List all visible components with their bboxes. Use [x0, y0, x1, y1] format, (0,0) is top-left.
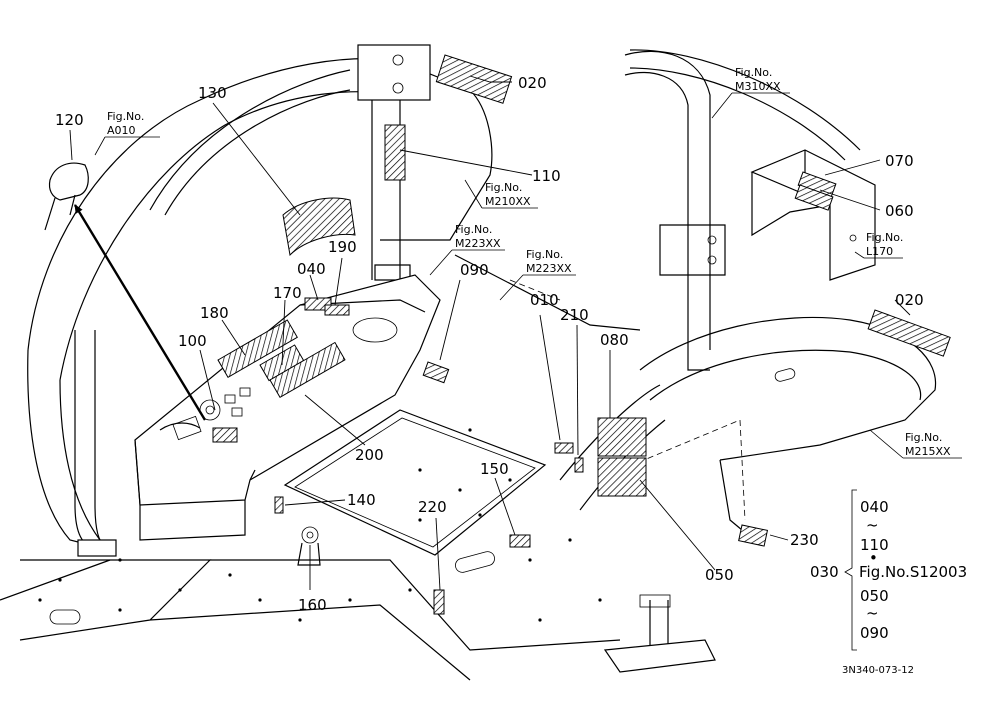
decal-010 [554, 442, 574, 454]
fig-ref-m223b-code: M223XX [526, 262, 572, 275]
fig-ref-a010-code: A010 [107, 124, 136, 137]
decal-020-right [867, 309, 951, 357]
decal-130 [282, 197, 356, 257]
part-label-100: 100 [178, 332, 207, 350]
lever-knob [48, 162, 89, 201]
decal-060 [794, 184, 834, 211]
fig-ref-m215-label: Fig.No. [905, 431, 942, 444]
part-label-160: 160 [298, 596, 327, 614]
legend: 040 ~ 110 • 030 Fig.No.S12003 050 ~ 090 [810, 498, 967, 642]
part-label-010: 010 [530, 291, 559, 309]
left-fender [27, 57, 493, 351]
part-label-180: 180 [200, 304, 229, 322]
decal-090 [422, 361, 450, 384]
decal-050 [597, 457, 647, 497]
legend-group-id: 030 [810, 563, 839, 581]
legend-mid-item: 110 [860, 536, 889, 554]
part-label-140: 140 [347, 491, 376, 509]
part-label-220: 220 [418, 498, 447, 516]
decal-220 [433, 589, 445, 615]
part-label-080: 080 [600, 331, 629, 349]
decal-020-top [435, 54, 513, 104]
fig-ref-m310-code: M310XX [735, 80, 781, 93]
decal-180 [217, 319, 298, 379]
left-fender-rim [27, 349, 91, 546]
legend-bracket [844, 489, 857, 651]
fig-ref-m210-code: M210XX [485, 195, 531, 208]
part-label-150: 150 [480, 460, 509, 478]
decal-110 [384, 124, 406, 181]
legend-tilde-2: ~ [866, 604, 879, 622]
left-fender-inner [59, 91, 401, 381]
part-label-190: 190 [328, 238, 357, 256]
tractor-structure [0, 44, 937, 681]
part-label-170: 170 [273, 284, 302, 302]
part-labels: 010 020 020 040 050 060 070 080 090 100 … [55, 74, 924, 614]
fig-ref-m310-label: Fig.No. [735, 66, 772, 79]
legend-lower-item: 050 [860, 587, 889, 605]
legend-bottom-item: 090 [860, 624, 889, 642]
rear-post [649, 600, 669, 650]
decal-230 [738, 524, 769, 547]
part-label-130: 130 [198, 84, 227, 102]
right-rops-tube [624, 50, 711, 350]
right-fender [639, 316, 937, 461]
part-label-090: 090 [460, 261, 489, 279]
fig-ref-m223a-label: Fig.No. [455, 223, 492, 236]
part-label-060: 060 [885, 202, 914, 220]
fig-ref-l170-label: Fig.No. [866, 231, 903, 244]
cover-box [750, 149, 876, 281]
part-label-040: 040 [297, 260, 326, 278]
decal-140 [274, 496, 284, 514]
decal-190 [324, 304, 350, 316]
part-label-110: 110 [532, 167, 561, 185]
drawing-code: 3N340-073-12 [842, 665, 914, 676]
decal-210 [574, 457, 584, 473]
fig-ref-m223b-label: Fig.No. [526, 248, 563, 261]
legend-dot: • [869, 549, 878, 567]
lower-deck [19, 559, 471, 681]
decal-200 [269, 341, 346, 399]
part-label-020-top: 020 [518, 74, 547, 92]
part-label-070: 070 [885, 152, 914, 170]
figure-ref-lines [94, 92, 962, 459]
fig-ref-m210-label: Fig.No. [485, 181, 522, 194]
legend-top-item: 040 [860, 498, 889, 516]
part-label-230: 230 [790, 531, 819, 549]
bolt-holes [38, 428, 602, 622]
decal-150 [509, 534, 531, 548]
part-label-020-right: 020 [895, 291, 924, 309]
part-label-200: 200 [355, 446, 384, 464]
part-label-210: 210 [560, 306, 589, 324]
fig-ref-m215-code: M215XX [905, 445, 951, 458]
legend-tilde-1: ~ [866, 516, 879, 534]
figure-references: Fig.No. A010 Fig.No. M310XX Fig.No. M210… [107, 66, 951, 458]
direction-arrow [73, 204, 207, 421]
fig-ref-m223a-code: M223XX [455, 237, 501, 250]
decal-080 [597, 417, 647, 457]
legend-reference: Fig.No.S12003 [859, 563, 967, 581]
decal-100 [212, 427, 238, 443]
fig-ref-a010-label: Fig.No. [107, 110, 144, 123]
floor-plate [283, 409, 547, 556]
part-label-050: 050 [705, 566, 734, 584]
fig-ref-l170-code: L170 [866, 245, 893, 258]
part-label-120: 120 [55, 111, 84, 129]
leader-lines [69, 75, 911, 591]
